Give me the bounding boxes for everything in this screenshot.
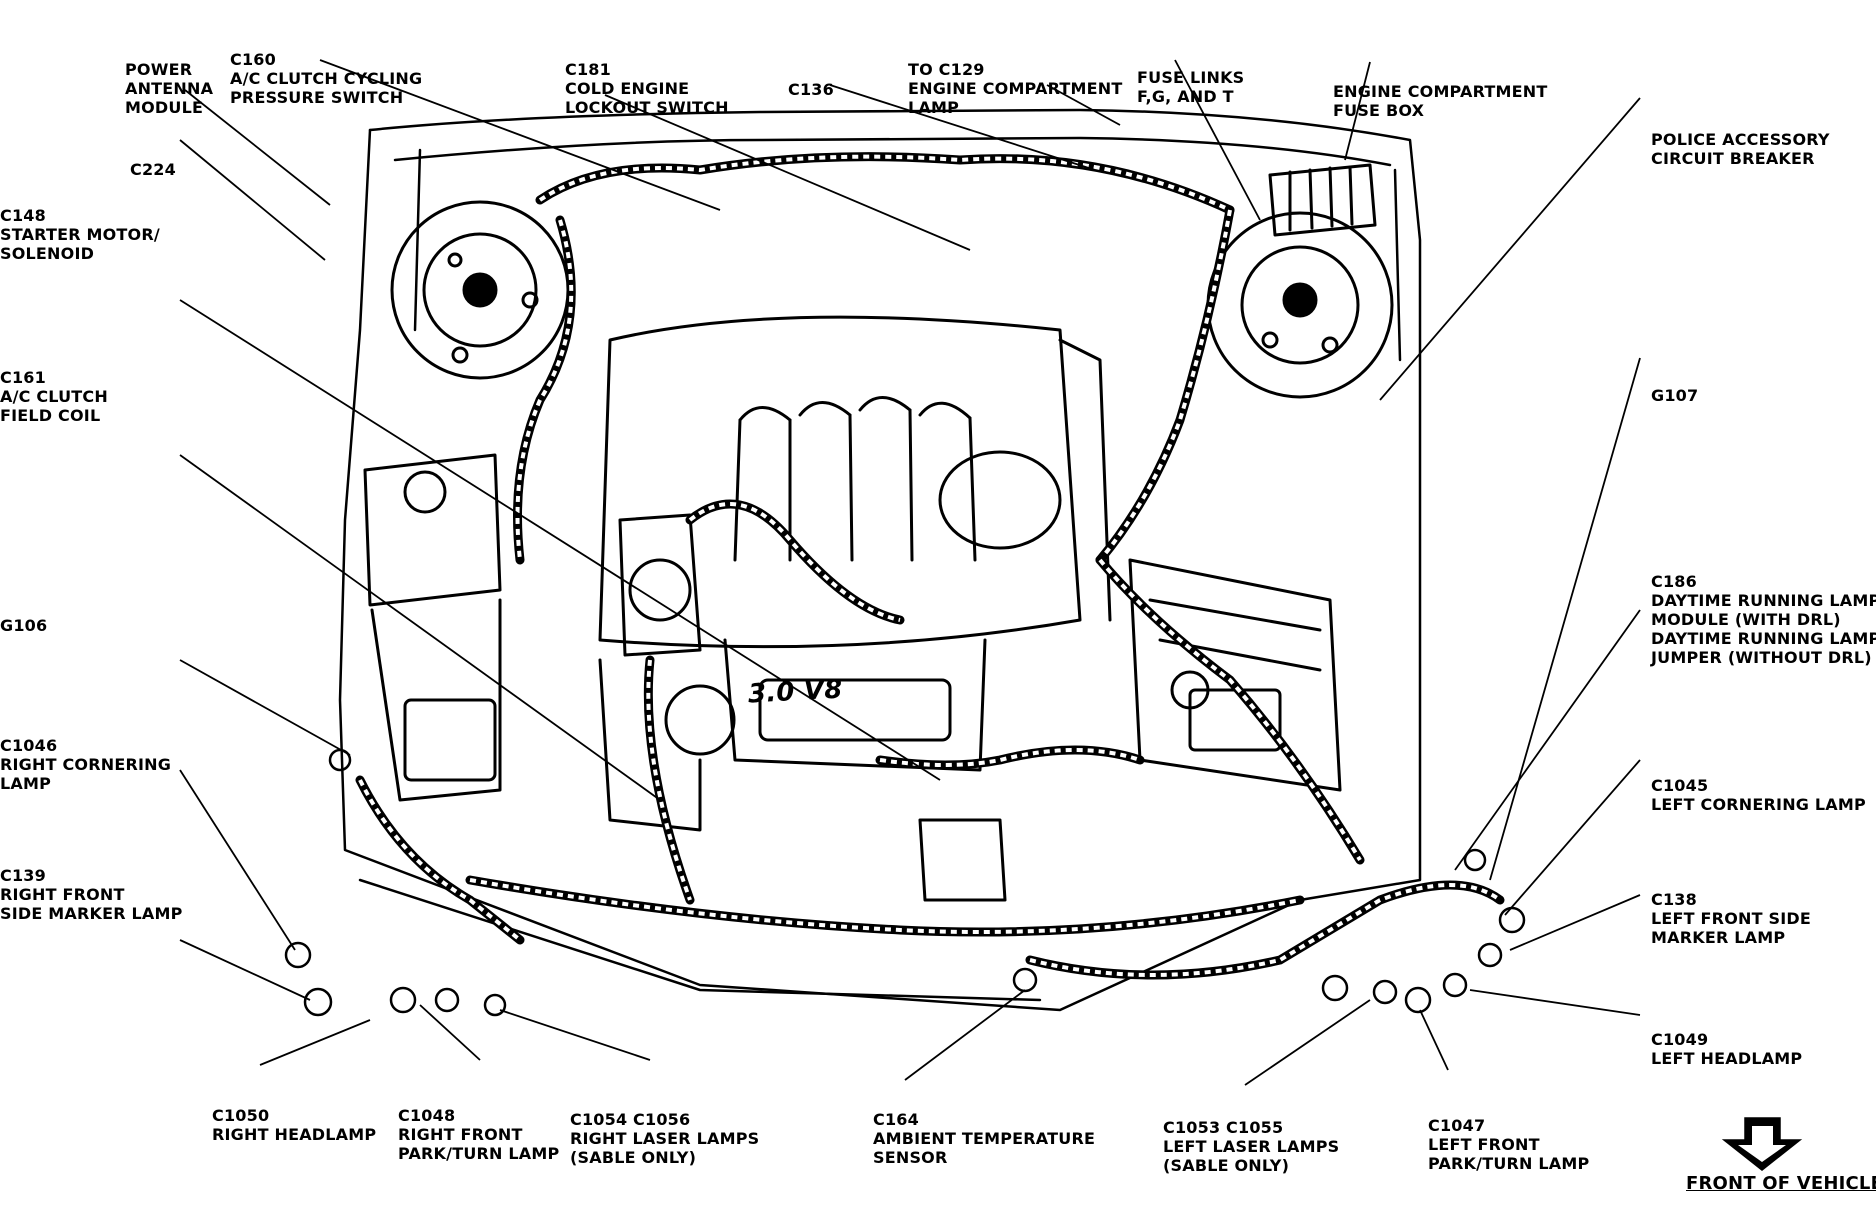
label-g106: G106 [0,616,48,635]
label-c224: C224 [130,160,176,179]
lamp-connectors [284,748,1526,1017]
wire-harness [355,152,1505,980]
leader-lines [179,59,1641,1086]
engine-block [598,315,1112,902]
battery-air-box [1128,558,1342,792]
label-c136: C136 [788,80,834,99]
front-of-vehicle-caption: FRONT OF VEHICLE [1686,1173,1876,1194]
right-strut-tower [390,200,570,380]
engine-badge: 3.0 V8 [747,674,844,710]
left-strut-tower [1206,211,1394,399]
front-arrow-icon [1721,1117,1803,1171]
label-g107: G107 [1651,386,1699,405]
fuse-box-shape [1268,163,1377,237]
coolant-reservoir [363,453,502,802]
compartment-outline [338,108,1422,1012]
